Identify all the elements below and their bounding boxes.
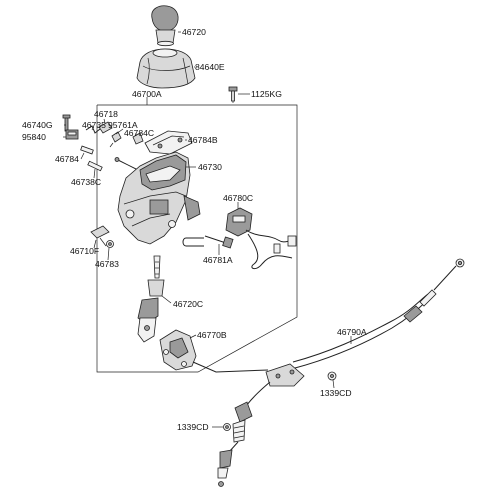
- label-95840: 95840: [22, 132, 46, 142]
- shift-knob: [151, 5, 179, 47]
- label-46790a: 46790A: [337, 327, 367, 337]
- clip-95761a: [109, 131, 122, 148]
- part-labels: 46720 84640E 46700A 1125KG 46740G 46718 …: [22, 27, 367, 432]
- label-46784b: 46784B: [188, 135, 218, 145]
- clip-46710f: [90, 225, 110, 247]
- label-46735: 46735: [82, 120, 106, 130]
- label-46783: 46783: [95, 259, 119, 269]
- pin-46784: [80, 145, 94, 155]
- clip-46784c: [132, 132, 144, 145]
- washer-46783: [106, 240, 114, 248]
- gate-cover-46784b: [144, 130, 193, 155]
- bolt-1125kg: [228, 86, 238, 105]
- label-46784c: 46784C: [124, 128, 154, 138]
- label-46770b: 46770B: [197, 330, 227, 340]
- module-46780c: [225, 207, 253, 237]
- u-clip: [182, 237, 204, 247]
- label-1339cd-left: 1339CD: [177, 422, 209, 432]
- nut-1339cd-left: [223, 423, 231, 431]
- assembly-boundary: [96, 104, 298, 373]
- shifter-housing-46730: [117, 151, 201, 245]
- label-46718: 46718: [94, 109, 118, 119]
- label-46710f: 46710F: [70, 246, 99, 256]
- leader-lines: [63, 31, 352, 428]
- shift-cable-46790a: [192, 258, 465, 487]
- label-84640e: 84640E: [195, 62, 225, 72]
- label-46720c: 46720C: [173, 299, 203, 309]
- label-46720: 46720: [182, 27, 206, 37]
- label-46784: 46784: [55, 154, 79, 164]
- label-46780c: 46780C: [223, 193, 253, 203]
- bolt-46781a: [204, 235, 234, 249]
- label-46740g: 46740G: [22, 120, 53, 130]
- pin-46740g: [62, 114, 71, 132]
- label-46700a: 46700A: [132, 89, 162, 99]
- nut-1339cd-right: [327, 371, 337, 381]
- label-46730: 46730: [198, 162, 222, 172]
- label-46738c: 46738C: [71, 177, 101, 187]
- label-1339cd-right: 1339CD: [320, 388, 352, 398]
- label-1125kg: 1125KG: [251, 89, 282, 99]
- label-46781a: 46781A: [203, 255, 233, 265]
- label-95761a: 95761A: [108, 120, 138, 130]
- bracket-46770b: [159, 329, 197, 371]
- shift-rod-46720c: [137, 255, 165, 343]
- clip-95840: [65, 129, 79, 140]
- shift-boot: [136, 48, 196, 89]
- spring-46735: [85, 125, 101, 134]
- pin-46738c: [87, 160, 103, 172]
- part-46718: [98, 121, 113, 134]
- wire-harness: [245, 229, 297, 270]
